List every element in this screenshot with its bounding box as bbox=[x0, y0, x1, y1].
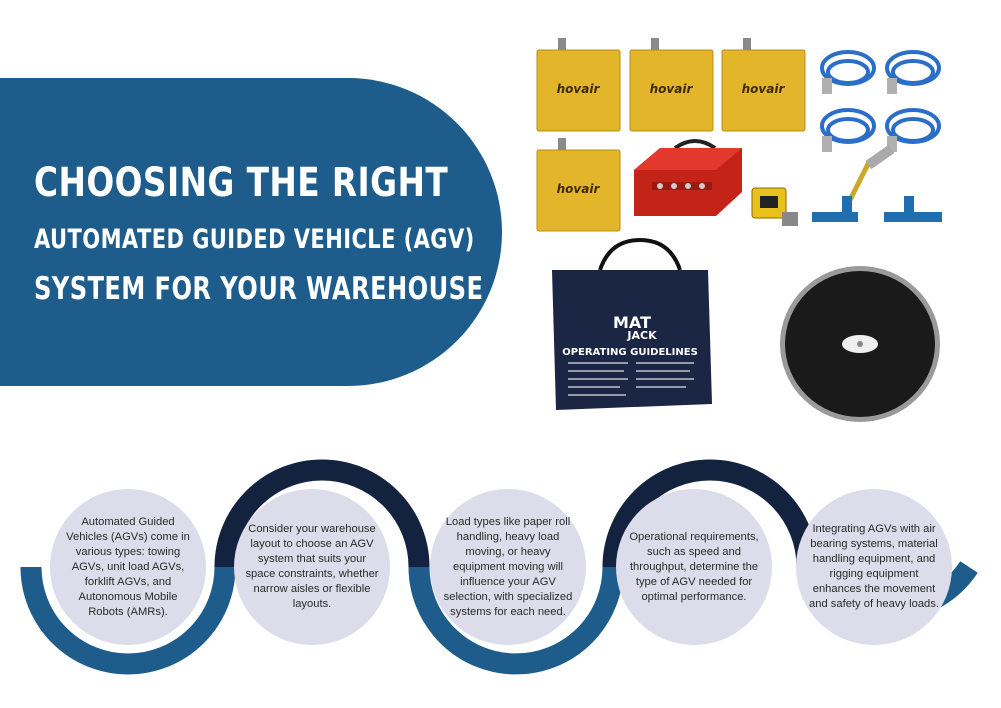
step-circle-4 bbox=[616, 489, 772, 645]
timeline-waves bbox=[20, 459, 978, 675]
control-toolbox-icon bbox=[634, 139, 742, 216]
air-hose-icon bbox=[885, 108, 941, 152]
step-circle-3 bbox=[430, 489, 586, 645]
pad-brand-label: hovair bbox=[557, 182, 601, 196]
air-hose-icon bbox=[885, 50, 941, 94]
pad-brand-label: hovair bbox=[557, 82, 601, 96]
wave-arc-2 bbox=[214, 459, 430, 568]
page-title: CHOOSING THE RIGHT bbox=[34, 160, 449, 206]
bag-heading: OPERATING GUIDELINES bbox=[562, 347, 698, 358]
wave-arc-4 bbox=[602, 459, 818, 568]
pad-brand-label: hovair bbox=[650, 82, 694, 96]
step-text-5: Integrating AGVs with air bearing system… bbox=[809, 523, 939, 610]
gauge-icon bbox=[751, 187, 798, 226]
hovair-pad-icon: hovair bbox=[721, 38, 806, 132]
wave-arc-1 bbox=[20, 566, 236, 675]
bag-brand-label: MAT bbox=[613, 313, 651, 332]
hovair-pad-icon: hovair bbox=[629, 38, 714, 132]
step-text-3: Load types like paper roll handling, hea… bbox=[443, 515, 573, 618]
step-circle-2 bbox=[234, 489, 390, 645]
product-photo-collage: hovair hovair hovair hovair bbox=[536, 38, 942, 422]
page-subtitle-line-1: AUTOMATED GUIDED VEHICLE (AGV) bbox=[34, 224, 475, 255]
page-subtitle-line-2: SYSTEM FOR YOUR WAREHOUSE bbox=[34, 271, 484, 307]
step-circle-1 bbox=[50, 489, 206, 645]
operating-bag-icon: MAT JACK OPERATING GUIDELINES bbox=[552, 237, 712, 410]
title-banner bbox=[0, 78, 502, 386]
hovair-pad-icon: hovair bbox=[536, 38, 621, 132]
air-hose-icon bbox=[820, 50, 876, 94]
hovair-pad-icon: hovair bbox=[536, 138, 621, 232]
step-circle-5 bbox=[796, 489, 952, 645]
step-text-1: Automated Guided Vehicles (AGVs) come in… bbox=[66, 515, 190, 618]
tee-fitting-icon bbox=[812, 144, 942, 222]
wave-arc-3 bbox=[408, 566, 624, 675]
air-caster-disc-icon bbox=[780, 266, 940, 422]
step-text-2: Consider your warehouse layout to choose… bbox=[245, 523, 379, 610]
air-hose-icon bbox=[820, 108, 876, 152]
bag-brand-label-2: JACK bbox=[626, 329, 657, 342]
step-text-4: Operational requirements, such as speed … bbox=[629, 530, 759, 603]
pad-brand-label: hovair bbox=[742, 82, 786, 96]
